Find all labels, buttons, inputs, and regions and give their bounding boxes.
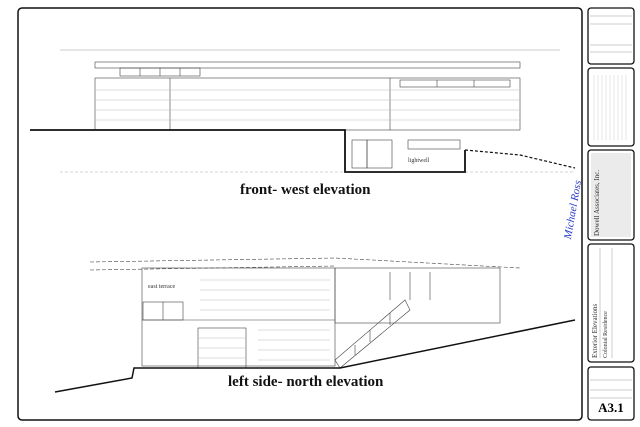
sheet-info-box [587,243,635,363]
sheet-border [17,7,583,421]
sheet-title: Exterior Elevations [591,303,599,358]
front-west-elevation-title: front- west elevation [240,182,371,198]
sheet-number: A3.1 [598,400,624,415]
sheet-number-box [587,366,635,421]
project-name: Colonial Residence [603,311,609,358]
front-elevation [60,49,575,173]
north-elevation-title: left side- north elevation [228,374,384,390]
firm-box [587,149,635,241]
firm-name: Dowell Associates, Inc. [593,169,601,236]
lightwell-label: lightwell [408,158,430,164]
north-elevation [89,257,521,369]
revisions-box [587,7,635,65]
east-terrace-label: east terrace [148,284,176,290]
notes-box [587,67,635,147]
